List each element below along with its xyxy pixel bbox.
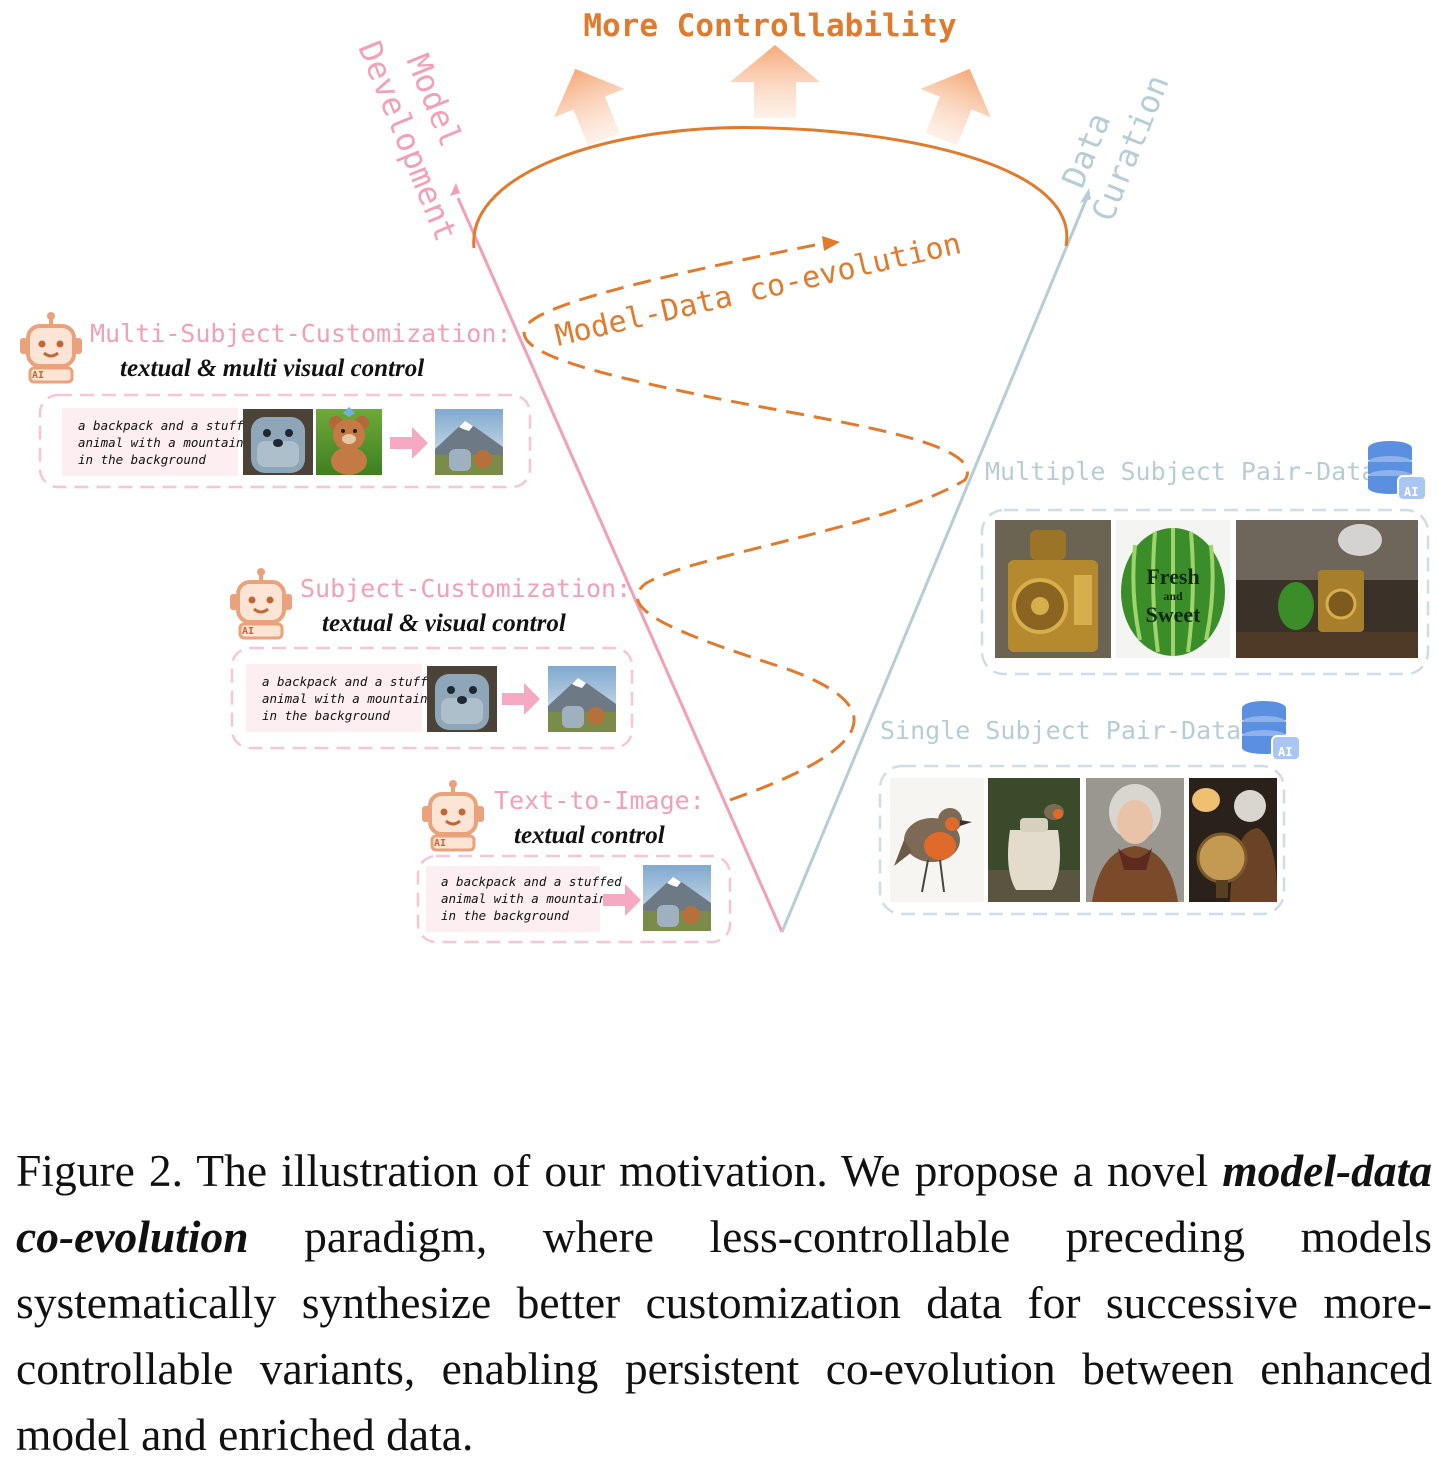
generated-image bbox=[548, 666, 616, 732]
stage-subject-customization: AI Subject-Customization: textual & visu… bbox=[228, 566, 634, 750]
prompt-line: in the background bbox=[441, 908, 569, 923]
robot-badge: AI bbox=[434, 838, 446, 849]
example-box bbox=[416, 854, 732, 944]
stage-subtitle: textual & multi visual control bbox=[120, 355, 424, 382]
example-box bbox=[230, 646, 634, 750]
database-badge: AI bbox=[1404, 485, 1418, 499]
up-arrow-left bbox=[554, 68, 625, 146]
watermelon-text: and bbox=[1163, 589, 1183, 603]
woman-globe-image bbox=[1189, 778, 1278, 902]
stuffed-animal-image bbox=[316, 407, 382, 475]
stage-subtitle: textual control bbox=[514, 822, 665, 849]
robin-image bbox=[890, 778, 984, 902]
robot-badge: AI bbox=[242, 626, 254, 637]
prompt-line: a backpack and a stuffed bbox=[262, 674, 443, 689]
prompt-panel bbox=[246, 664, 422, 732]
machine-image bbox=[995, 520, 1111, 658]
data-curation-label: Data Curation bbox=[1054, 69, 1177, 226]
robin-jug-image bbox=[988, 778, 1080, 902]
backpack-image bbox=[243, 409, 313, 475]
robot-icon bbox=[420, 778, 486, 852]
woman-portrait-image bbox=[1086, 778, 1184, 902]
data-group-multiple: Multiple Subject Pair-Data AI Fresh and … bbox=[980, 440, 1430, 676]
watermelon-text: Sweet bbox=[1146, 602, 1202, 627]
stage-title: Text-to-Image: bbox=[494, 786, 705, 815]
coevolution-arrowhead bbox=[822, 236, 840, 251]
caption-rest: paradigm, where less-controllable preced… bbox=[16, 1211, 1433, 1460]
model-axis-arrowhead bbox=[450, 183, 460, 196]
up-arrow-center bbox=[730, 45, 820, 118]
robot-icon bbox=[18, 310, 84, 384]
prompt-line: in the background bbox=[262, 708, 390, 723]
generated-image bbox=[643, 865, 711, 931]
data-box bbox=[980, 508, 1430, 676]
data-group-title: Multiple Subject Pair-Data bbox=[985, 457, 1376, 486]
controllability-arrows bbox=[554, 45, 991, 146]
data-group-single: Single Subject Pair-Data AI bbox=[878, 700, 1301, 916]
caption-emphasis: model-data co-evolution bbox=[16, 1145, 1433, 1262]
data-group-title: Single Subject Pair-Data bbox=[880, 716, 1241, 745]
prompt-panel bbox=[426, 866, 600, 932]
prompt-line: a backpack and a stuffed bbox=[78, 418, 259, 433]
model-axis-line bbox=[456, 197, 784, 933]
cone-top-arc bbox=[472, 126, 1069, 249]
data-axis-line bbox=[780, 199, 1088, 933]
coevolution-spiral bbox=[522, 242, 969, 802]
database-badge: AI bbox=[1278, 745, 1292, 759]
prompt-panel bbox=[62, 408, 238, 476]
up-arrow-right bbox=[920, 68, 991, 146]
watermelon-image: Fresh and Sweet bbox=[1116, 520, 1230, 658]
combined-image bbox=[1236, 520, 1418, 658]
pink-arrow-icon bbox=[390, 427, 428, 459]
example-box bbox=[38, 393, 532, 489]
generated-image bbox=[435, 409, 503, 475]
prompt-line: animal with a mountain bbox=[262, 691, 428, 706]
caption-prefix: Figure 2. The illustration of our motiva… bbox=[16, 1145, 1209, 1196]
prompt-line: animal with a mountain bbox=[78, 435, 244, 450]
data-box bbox=[878, 764, 1286, 916]
stage-text-to-image: AI Text-to-Image: textual control a back… bbox=[416, 778, 732, 944]
watermelon-text: Fresh bbox=[1146, 564, 1199, 589]
model-development-label: Model Development bbox=[350, 36, 470, 247]
prompt-line: in the background bbox=[78, 452, 206, 467]
prompt-line: a backpack and a stuffed bbox=[441, 874, 622, 889]
data-axis-arrowhead bbox=[1080, 188, 1091, 203]
stage-title: Subject-Customization: bbox=[300, 574, 631, 603]
top-title: More Controllability bbox=[583, 8, 956, 44]
figure-caption: Figure 2. The illustration of our motiva… bbox=[16, 1138, 1432, 1468]
robot-badge: AI bbox=[32, 370, 44, 381]
pink-arrow-icon bbox=[502, 683, 540, 715]
robot-icon bbox=[228, 566, 294, 640]
backpack-image bbox=[427, 666, 497, 732]
stage-multi-subject: AI Multi-Subject-Customization: textual … bbox=[18, 310, 532, 489]
stage-subtitle: textual & visual control bbox=[322, 610, 566, 637]
prompt-line: animal with a mountain bbox=[441, 891, 607, 906]
stage-title: Multi-Subject-Customization: bbox=[90, 319, 511, 348]
